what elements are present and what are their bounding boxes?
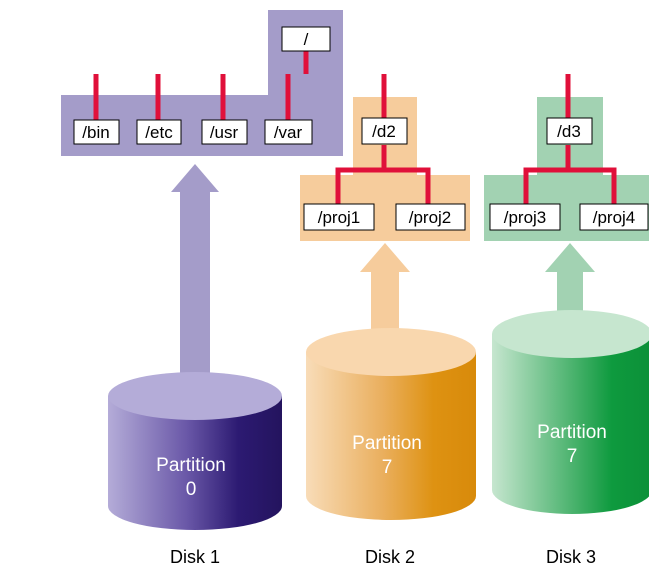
disk1-cylinder <box>108 372 282 530</box>
dir-box-d2: /d2 <box>361 117 408 145</box>
disk3-label: Disk 3 <box>546 547 596 567</box>
dir-box-var: /var <box>264 119 313 145</box>
svg-text:0: 0 <box>186 479 197 500</box>
svg-text:/usr: /usr <box>210 123 239 142</box>
svg-text:/bin: /bin <box>82 123 109 142</box>
dir-box-d3: /d3 <box>546 117 593 145</box>
svg-text:/etc: /etc <box>145 123 173 142</box>
disk3-partition-label: Partition 7 <box>537 422 607 467</box>
svg-text:/var: /var <box>274 123 303 142</box>
disk3-cylinder <box>492 310 649 514</box>
dir-box-proj2: /proj2 <box>395 203 466 231</box>
dir-box-proj3: /proj3 <box>489 203 561 231</box>
svg-text:Partition: Partition <box>352 433 422 454</box>
dir-box-proj4: /proj4 <box>579 203 649 231</box>
svg-text:Partition: Partition <box>537 422 607 443</box>
tree-lines <box>6 50 649 204</box>
dir-box-proj1: /proj1 <box>303 203 375 231</box>
disk1-partition-label: Partition 0 <box>156 455 226 500</box>
svg-text:7: 7 <box>567 446 578 467</box>
svg-text:Partition: Partition <box>156 455 226 476</box>
disk2-arrow <box>360 243 410 352</box>
svg-text:/proj3: /proj3 <box>504 208 547 227</box>
dir-box-etc: /etc <box>136 119 182 145</box>
svg-text:/proj2: /proj2 <box>409 208 452 227</box>
svg-text:/d3: /d3 <box>557 122 581 141</box>
dir-box-bin: /bin <box>73 119 120 145</box>
dir-box-usr: /usr <box>201 119 248 145</box>
svg-text:/: / <box>304 30 309 49</box>
disk2-label: Disk 2 <box>365 547 415 567</box>
disk2-partition-label: Partition 7 <box>352 433 422 478</box>
disk1-label: Disk 1 <box>170 547 220 567</box>
svg-text:/d2: /d2 <box>372 122 396 141</box>
root-dir-box: / <box>281 26 331 52</box>
disk2-cylinder <box>306 328 476 520</box>
svg-text:7: 7 <box>382 457 393 478</box>
svg-text:/proj4: /proj4 <box>593 208 636 227</box>
svg-text:/proj1: /proj1 <box>318 208 361 227</box>
